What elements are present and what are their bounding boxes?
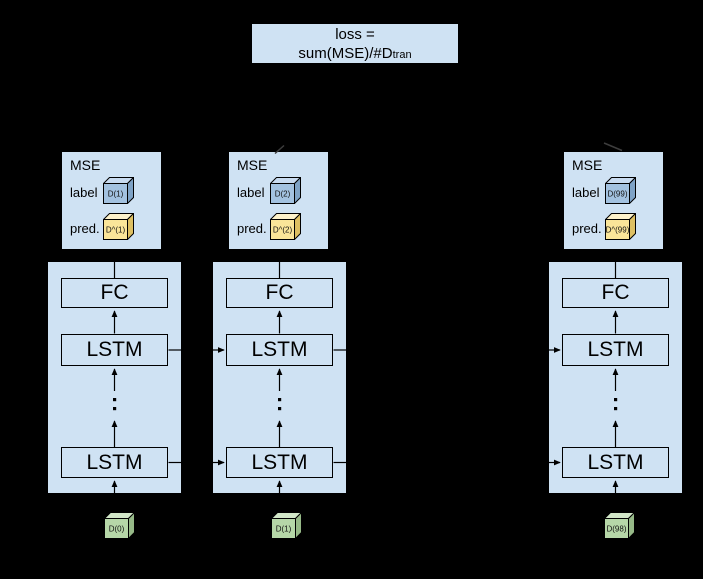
label-cube-text: D(2) [275, 190, 291, 199]
lstm-layer-bottom-box: LSTM [562, 447, 669, 478]
label-row-text: label [572, 185, 600, 200]
loss-formula-subscript: tran [392, 49, 412, 61]
lstm-layer-bottom-box: LSTM [226, 447, 333, 478]
loss-formula-line2: sum(MSE)/#Dtran [298, 45, 412, 62]
lstm-layer-top-box: LSTM [61, 334, 168, 366]
label-row-text: label [70, 185, 98, 200]
input-tensor-cube-icon: D(98) [604, 512, 635, 539]
mse-panel-1: MSE label D(1) pred. D^(1) [61, 151, 162, 250]
input-tensor-cube-icon: D(0) [104, 512, 135, 539]
pred-row-text: pred. [70, 221, 100, 236]
input-tensor-cube-icon: D(1) [271, 512, 302, 539]
vertical-ellipsis-icon [113, 398, 618, 411]
lstm-layer-top-box: LSTM [562, 334, 669, 366]
network-column-1: FC LSTM LSTM [47, 261, 182, 494]
mse-panel-3: MSE label D(99) pred. D^(99) [563, 151, 664, 250]
pred-cube-text: D^(2) [273, 226, 293, 235]
loss-connector-fragment [603, 142, 623, 152]
network-column-3: FC LSTM LSTM [548, 261, 683, 494]
input-cube-text: D(0) [109, 525, 125, 534]
fc-layer-box: FC [61, 278, 168, 308]
input-cube-text: D(98) [606, 525, 626, 534]
pred-row-text: pred. [237, 221, 267, 236]
pred-tensor-cube-icon: D^(99) [605, 213, 636, 240]
mse-title: MSE [70, 157, 101, 173]
label-tensor-cube-icon: D(2) [270, 177, 301, 204]
fc-layer-box: FC [562, 278, 669, 308]
mse-panel-2: MSE label D(2) pred. D^(2) [228, 151, 329, 250]
lstm-layer-top-box: LSTM [226, 334, 333, 366]
label-cube-text: D(99) [607, 190, 627, 199]
pred-row-text: pred. [572, 221, 602, 236]
pred-cube-text: D^(1) [106, 226, 126, 235]
input-cube-text: D(1) [276, 525, 292, 534]
label-tensor-cube-icon: D(1) [103, 177, 134, 204]
fc-layer-box: FC [226, 278, 333, 308]
pred-tensor-cube-icon: D^(1) [103, 213, 134, 240]
loss-formula-line1: loss = [335, 26, 375, 43]
label-cube-text: D(1) [108, 190, 124, 199]
label-row-text: label [237, 185, 265, 200]
pred-tensor-cube-icon: D^(2) [270, 213, 301, 240]
pred-cube-text: D^(99) [606, 226, 630, 235]
loss-formula-box: loss = sum(MSE)/#Dtran [251, 23, 459, 64]
network-column-2: FC LSTM LSTM [212, 261, 347, 494]
lstm-layer-bottom-box: LSTM [61, 447, 168, 478]
mse-title: MSE [237, 157, 268, 173]
label-tensor-cube-icon: D(99) [605, 177, 636, 204]
mse-title: MSE [572, 157, 603, 173]
